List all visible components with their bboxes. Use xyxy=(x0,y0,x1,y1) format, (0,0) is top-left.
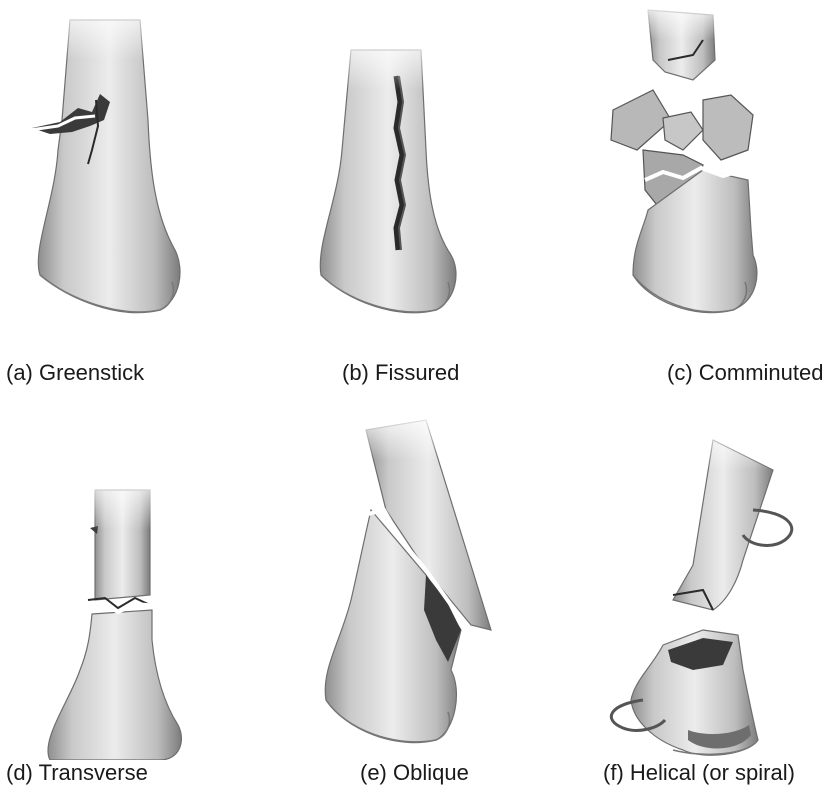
panel-oblique: (e) Oblique xyxy=(276,400,552,800)
caption-greenstick: (a) Greenstick xyxy=(6,360,144,386)
panel-fissured: (b) Fissured xyxy=(276,0,552,400)
caption-fissured: (b) Fissured xyxy=(342,360,459,386)
oblique-bone-illustration xyxy=(276,400,552,760)
caption-helical: (f) Helical (or spiral) xyxy=(603,760,795,786)
caption-comminuted: (c) Comminuted xyxy=(667,360,823,386)
greenstick-bone-illustration xyxy=(0,0,276,360)
caption-transverse: (d) Transverse xyxy=(6,760,148,786)
comminuted-bone-illustration xyxy=(553,0,829,360)
panel-greenstick: (a) Greenstick xyxy=(0,0,276,400)
panel-transverse: (d) Transverse xyxy=(0,400,276,800)
panel-comminuted: (c) Comminuted xyxy=(553,0,829,400)
caption-oblique: (e) Oblique xyxy=(360,760,469,786)
transverse-bone-illustration xyxy=(0,400,276,760)
helical-bone-illustration xyxy=(553,400,829,760)
panel-helical: (f) Helical (or spiral) xyxy=(553,400,829,800)
fissured-bone-illustration xyxy=(276,0,552,360)
